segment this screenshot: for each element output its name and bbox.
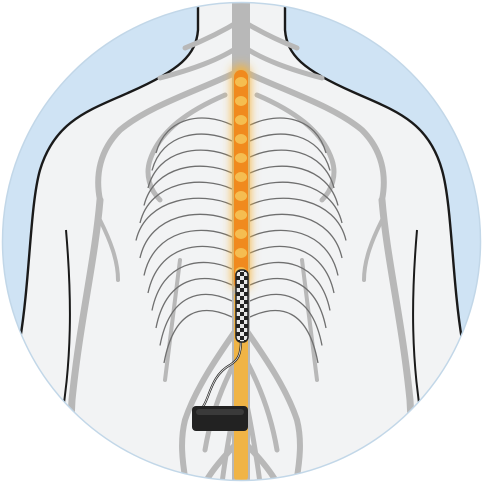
vertebra-highlight-10 <box>235 248 247 258</box>
vertebra-highlight-4 <box>235 134 247 144</box>
pulse-generator-highlight <box>196 409 244 415</box>
electrode-lead-icon <box>236 270 248 342</box>
vertebra-highlight-5 <box>235 153 247 163</box>
vertebra-highlight-3 <box>235 115 247 125</box>
vertebra-highlight-8 <box>235 210 247 220</box>
vertebra-highlight-1 <box>235 77 247 87</box>
vertebra-highlight-9 <box>235 229 247 239</box>
vertebra-highlight-6 <box>235 172 247 182</box>
vertebra-highlight-7 <box>235 191 247 201</box>
vertebra-highlight-2 <box>235 96 247 106</box>
